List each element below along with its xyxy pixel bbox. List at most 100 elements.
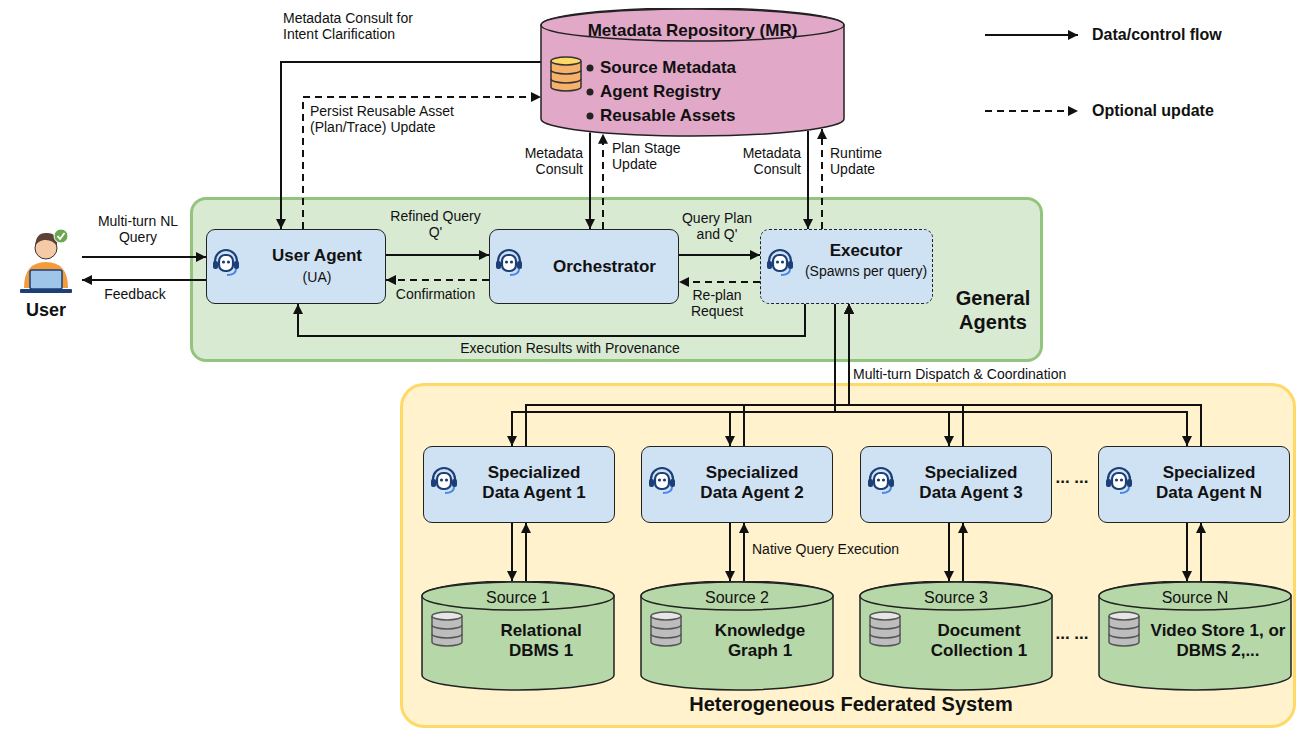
node-title: User Agent (249, 246, 385, 266)
node-text: (UA) (249, 269, 385, 285)
legend-lines-part (985, 34, 1078, 36)
node-title: Source 1 (421, 588, 615, 607)
user-figure-part (58, 233, 65, 239)
node-title: Source 3 (859, 588, 1053, 607)
connector-line (589, 133, 591, 229)
database-icons-part (551, 57, 581, 91)
agent-icons (213, 250, 1132, 493)
cylinder-top (641, 582, 833, 610)
connector-label: Re-plan Request (678, 287, 756, 319)
connector (82, 257, 206, 258)
node-text: Document Collection 1 (911, 621, 1047, 662)
connector-label: Runtime Update (830, 145, 910, 177)
connector (730, 304, 849, 446)
agent-icons-part (213, 250, 239, 275)
connector (603, 134, 604, 229)
connector-label: Multi-turn NL Query (88, 213, 188, 245)
connector-label: Metadata Consult (500, 145, 583, 177)
cylinder-top (422, 582, 614, 610)
cylinder-top (541, 9, 844, 41)
connector-line (679, 281, 760, 283)
connector (82, 280, 206, 281)
metadata-repository: Metadata Repository (MR) Source MetadataA… (540, 8, 845, 137)
connector (386, 255, 489, 256)
connector (949, 523, 963, 581)
connector-label: Metadata Consult for Intent Clarificatio… (283, 10, 433, 42)
connector (730, 523, 744, 581)
connector (281, 62, 541, 229)
node-title: Specialized Data Agent 3 (911, 463, 1031, 504)
cylinder-body (1099, 581, 1291, 690)
user-figure (20, 229, 72, 293)
connector (590, 133, 591, 229)
agent-icons-part (431, 468, 457, 493)
node-title: General Agents (943, 286, 1043, 334)
legend-text: Optional update (1092, 101, 1292, 120)
agent-icons-part (649, 468, 675, 493)
agent-icons-part (496, 250, 522, 275)
cylinder-body (422, 581, 614, 690)
user-figure-part (24, 262, 68, 288)
connector-line (743, 523, 745, 581)
connector-line (1186, 523, 1188, 581)
connector-line (281, 62, 541, 229)
node-text: (Spawns per query) (801, 263, 931, 279)
connector (512, 523, 526, 581)
cylinder-top (1099, 582, 1291, 610)
database-icons-part (432, 612, 462, 646)
node-text: Video Store 1, or DBMS 2,... (1150, 621, 1286, 662)
connector-line (386, 279, 489, 281)
agent-icons-part (868, 468, 894, 493)
connector-label: Native Query Execution (752, 541, 932, 557)
cylinder-body (541, 8, 844, 136)
connector-label: Refined Query Q' (388, 208, 483, 240)
connector-line (744, 304, 849, 446)
agent-icons-part (1106, 468, 1132, 493)
connector-line (729, 523, 731, 581)
agent-icons-part (767, 250, 793, 275)
bullet-dots-part (587, 65, 594, 72)
connector-line (602, 134, 604, 229)
connector (835, 304, 1201, 446)
node-title: Source 2 (640, 588, 834, 607)
ellipsis-label: ... ... (1052, 624, 1092, 644)
connector-line (525, 523, 527, 581)
connector-line (386, 254, 489, 256)
connector-line (679, 254, 760, 256)
connector (512, 304, 849, 446)
user-figure-part (54, 229, 68, 243)
node-text: Source Metadata (600, 58, 830, 78)
database-icons-part (1109, 612, 1139, 646)
cylinder-body (641, 581, 833, 690)
connector-label: Execution Results with Provenance (380, 340, 760, 356)
node-title: Specialized Data Agent 2 (692, 463, 812, 504)
node-title: Metadata Repository (MR) (540, 21, 845, 41)
connector-label: Metadata Consult (718, 145, 801, 177)
connector-line (730, 304, 835, 446)
connector-line (82, 256, 206, 258)
node-text: Knowledge Graph 1 (692, 621, 828, 662)
bullet-dots-part (587, 113, 594, 120)
connector-label: Confirmation (388, 286, 483, 302)
connector-label: Query Plan and Q' (678, 210, 756, 242)
connector-line (1200, 523, 1202, 581)
connector (808, 131, 809, 229)
legend-lines-part (985, 110, 1078, 112)
ellipsis-label: ... ... (1052, 468, 1092, 488)
connector-label: Persist Reusable Asset (Plan/Trace) Upda… (310, 103, 480, 135)
node-title: Specialized Data Agent 1 (474, 463, 594, 504)
node-text: Reusable Assets (600, 106, 830, 126)
connector-line (512, 304, 835, 446)
cylinder-top (860, 582, 1052, 610)
connector-line (821, 129, 823, 229)
user-figure-part (30, 270, 62, 289)
node-text: Agent Registry (600, 82, 830, 102)
connector-line (849, 304, 1201, 446)
node-title: Executor (801, 241, 931, 261)
connector-line (948, 523, 950, 581)
connector-label: Plan Stage Update (612, 140, 692, 172)
node-title: User (8, 300, 84, 322)
node-title: Specialized Data Agent N (1149, 463, 1269, 504)
